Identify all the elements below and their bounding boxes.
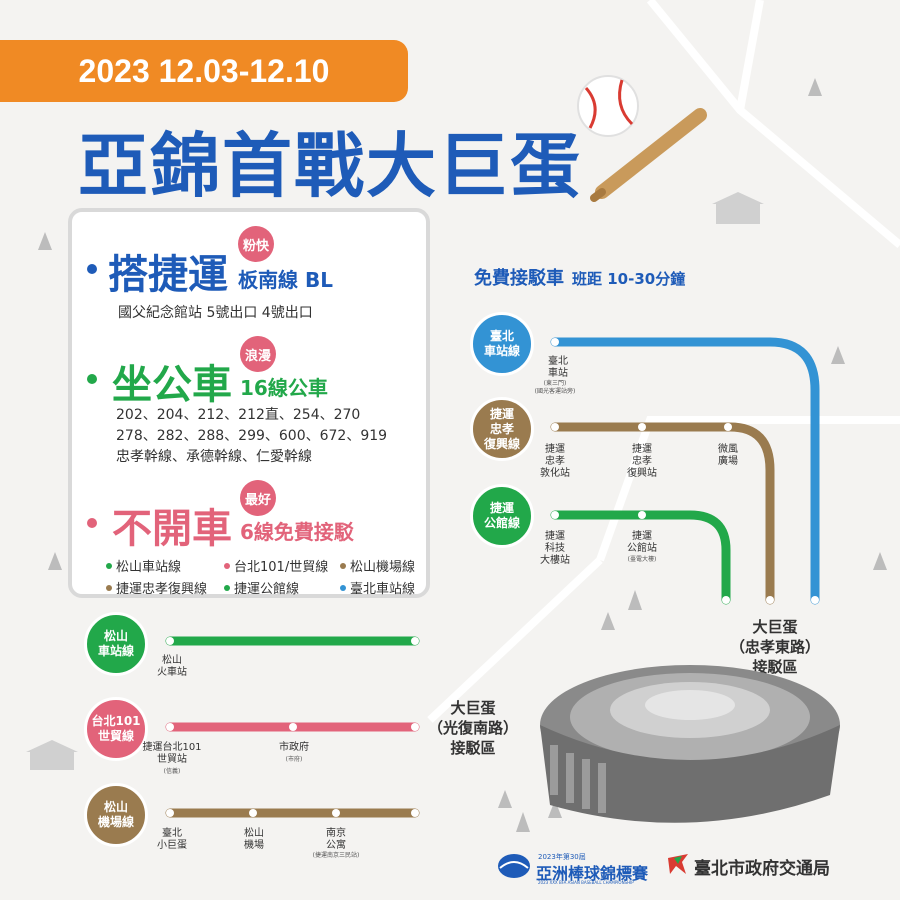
nodrive-line: 6線免費接駁 xyxy=(240,520,354,544)
stop-label: 捷運 科技 大樓站 xyxy=(540,531,570,566)
blue-dot-icon xyxy=(340,584,346,591)
bus-badge: 浪漫 xyxy=(240,336,276,372)
green-dot-icon xyxy=(224,584,230,591)
nodrive-badge: 最好 xyxy=(240,480,276,516)
building-icons xyxy=(26,192,764,770)
bus-routes-row: 278、282、288、299、600、672、919 xyxy=(116,428,388,444)
bus-bullet xyxy=(87,374,97,384)
taipei-dot-logo-icon xyxy=(668,854,688,874)
bus-routes-row: 202、204、212、212直、254、270 xyxy=(116,407,361,423)
mrt-badge: 粉快 xyxy=(238,226,274,262)
shuttle-title: 免費接駁車班距 10-30分鐘 xyxy=(474,268,686,289)
stop-label: 臺北 小巨蛋 xyxy=(157,828,187,851)
stop-label: 微風 廣場 xyxy=(718,444,738,467)
legend-item: 臺北車站線 xyxy=(340,578,415,597)
line-label-songshan-airport: 松山 機場線 xyxy=(84,783,148,847)
stop-note: (東三門) (國光客運站旁) xyxy=(534,380,576,395)
mrt-line: 板南線 BL xyxy=(238,268,333,292)
dome-icon xyxy=(540,665,840,823)
bus-heading: 坐公車 xyxy=(112,362,232,408)
east-hub-label: 大巨蛋 （忠孝東路） 接駁區 xyxy=(729,618,820,676)
stop-note: (市府) xyxy=(285,756,303,763)
green-dot-icon xyxy=(106,562,112,569)
legend-item: 捷運公館線 xyxy=(224,578,299,597)
pink-dot-icon xyxy=(224,562,230,569)
stop-label: 捷運 忠孝 復興站 xyxy=(627,444,657,479)
stop-label: 捷運台北101 世貿站 xyxy=(142,742,202,765)
brown-dot-icon xyxy=(106,584,112,591)
brown-dot-icon xyxy=(340,562,346,569)
page-title: 亞錦首戰大巨蛋 xyxy=(78,125,582,207)
line-label-taipei101: 台北101 世貿線 xyxy=(84,697,148,761)
stop-note: (信義) xyxy=(163,768,181,775)
championship-logo-title: 亞洲棒球錦標賽 xyxy=(536,864,649,883)
nodrive-heading: 不開車 xyxy=(112,506,232,552)
legend-item: 捷運忠孝復興線 xyxy=(106,578,207,597)
legend-item: 松山車站線 xyxy=(106,556,181,575)
date-banner: 2023 12.03-12.10 xyxy=(0,40,408,102)
baseball-bat-icon xyxy=(577,75,707,202)
agency-name: 臺北市政府交通局 xyxy=(694,859,830,879)
bus-line: 16線公車 xyxy=(240,376,328,400)
stop-label: 市政府 xyxy=(279,742,309,753)
championship-logo-subtitle: 2023 XXX BFA ASIAN BASEBALL CHAMPIONSHIP xyxy=(538,880,634,885)
stop-label: 捷運 公館站 xyxy=(627,531,657,554)
stop-label: 松山 火車站 xyxy=(157,655,187,678)
bfa-logo-icon xyxy=(498,854,530,878)
legend-item: 台北101/世貿線 xyxy=(224,556,328,575)
stop-note: (臺電大樓) xyxy=(627,556,657,563)
mrt-detail: 國父紀念館站 5號出口 4號出口 xyxy=(118,305,313,321)
stop-label: 臺北 車站 xyxy=(548,356,568,379)
bus-routes-row: 忠孝幹線、承德幹線、仁愛幹線 xyxy=(116,449,312,465)
line-label-zhongxiao-fuxing: 捷運 忠孝 復興線 xyxy=(470,397,534,461)
stop-label: 捷運 忠孝 敦化站 xyxy=(540,444,570,479)
mrt-heading: 搭捷運 xyxy=(108,252,228,298)
championship-logo-year: 2023年第30屆 xyxy=(538,853,586,861)
stop-label: 南京 公寓 xyxy=(326,828,346,851)
legend-item: 松山機場線 xyxy=(340,556,415,575)
nodrive-bullet xyxy=(87,518,97,528)
line-label-songshan-station: 松山 車站線 xyxy=(84,612,148,676)
bus-routes: 202、204、212、212直、254、270 278、282、288、299… xyxy=(116,405,387,468)
west-hub-label: 大巨蛋 （光復南路） 接駁區 xyxy=(428,699,519,757)
info-card xyxy=(68,208,430,598)
stop-note: (捷運南京三民站) xyxy=(312,852,360,859)
mrt-bullet xyxy=(87,264,97,274)
stop-label: 松山 機場 xyxy=(244,828,264,851)
line-label-taipei-station: 臺北 車站線 xyxy=(470,312,534,376)
line-label-gongguan: 捷運 公館線 xyxy=(470,484,534,548)
